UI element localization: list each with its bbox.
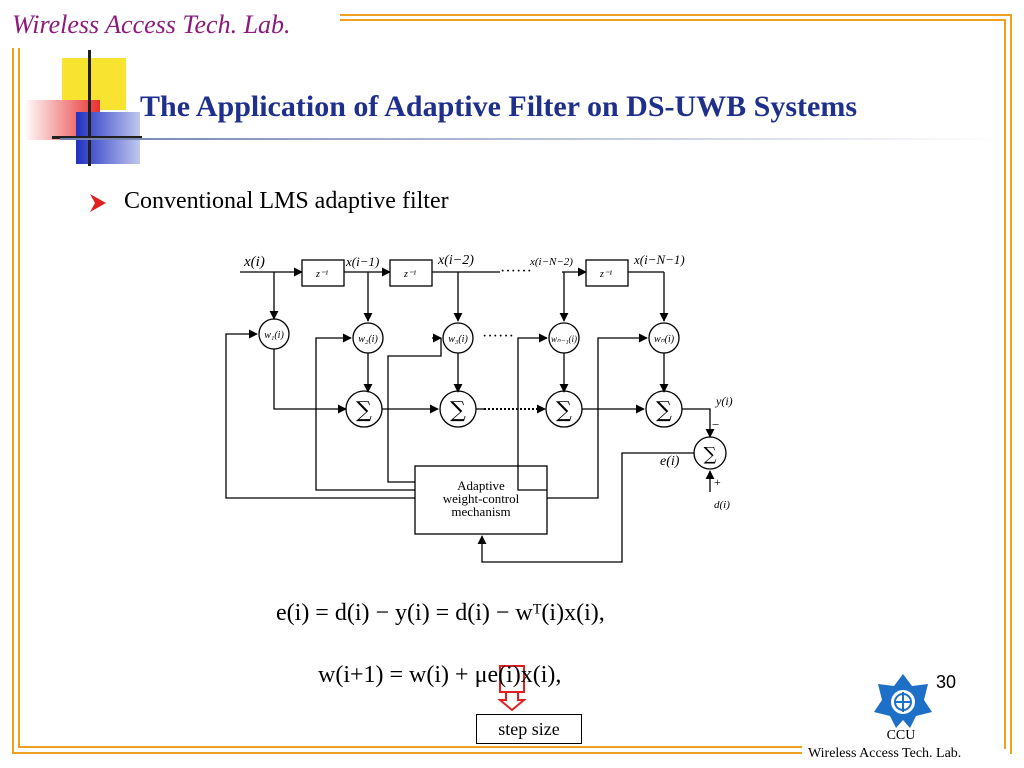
frame-bottom bbox=[12, 752, 802, 754]
frame-top bbox=[340, 14, 1012, 16]
top-dots: ······ bbox=[500, 263, 532, 280]
sum-label-1: ∑ bbox=[356, 398, 372, 423]
label-x0: x(i) bbox=[243, 254, 265, 270]
feedback-to-w2 bbox=[315, 333, 415, 491]
frame-left-inner bbox=[18, 48, 20, 748]
mechanism-box bbox=[414, 465, 548, 535]
label-plus: + bbox=[714, 475, 721, 489]
w1-to-sum1 bbox=[273, 349, 347, 414]
step-size-arrow-icon bbox=[497, 691, 527, 712]
step-size-label: step size bbox=[476, 714, 582, 744]
sum-label-4: ∑ bbox=[656, 398, 672, 423]
label-minus: − bbox=[712, 417, 719, 432]
equation-error: e(i) = d(i) − y(i) = d(i) − wᵀ(i)x(i), bbox=[276, 600, 605, 626]
label-xN1: x(i−N−1) bbox=[633, 252, 685, 267]
footer-lab: Wireless Access Tech. Lab. bbox=[808, 746, 962, 761]
weight-label-5: wₙ(i) bbox=[654, 334, 675, 345]
label-output: y(i) bbox=[715, 394, 733, 408]
mechanism-line-2: weight-control bbox=[443, 491, 520, 506]
weight-label-3: w₃(i) bbox=[448, 334, 468, 345]
page-number: 30 bbox=[936, 672, 957, 692]
label-x1: x(i−1) bbox=[345, 254, 379, 269]
frame-top-inner bbox=[340, 19, 1006, 21]
frame-bottom-inner bbox=[18, 746, 802, 748]
feedback-to-w5 bbox=[547, 333, 648, 499]
delay-box-1 bbox=[301, 259, 345, 287]
delay-label-2: z⁻¹ bbox=[403, 269, 416, 280]
slide-title: The Application of Adaptive Filter on DS… bbox=[140, 90, 857, 123]
mechanism-line-3: mechanism bbox=[451, 504, 510, 519]
frame-right bbox=[1010, 14, 1012, 754]
weight-label-4: wₙ₋₁(i) bbox=[551, 334, 577, 344]
equation-update: w(i+1) = w(i) + μe(i)x(i), bbox=[318, 662, 562, 688]
feedback-to-w4 bbox=[517, 333, 548, 491]
delay-box-3 bbox=[585, 259, 629, 287]
lab-title: Wireless Access Tech. Lab. bbox=[12, 10, 291, 39]
weight-label-1: w₁(i) bbox=[264, 330, 284, 341]
frame-right-inner bbox=[1004, 19, 1006, 749]
feedback-to-w1 bbox=[225, 329, 415, 499]
mechanism-line-1: Adaptive bbox=[457, 478, 505, 493]
delay-label-1: z⁻¹ bbox=[315, 269, 328, 280]
frame-left bbox=[12, 48, 14, 754]
footer-org: CCU bbox=[886, 728, 916, 743]
label-xN2: x(i−N−2) bbox=[529, 256, 573, 268]
weights-dots: ······ bbox=[482, 328, 514, 345]
sum-label-3: ∑ bbox=[556, 398, 572, 423]
delay-label-3: z⁻¹ bbox=[599, 269, 612, 280]
weight-label-2: w₂(i) bbox=[358, 334, 378, 345]
delay-box-2 bbox=[389, 259, 433, 287]
deco-horizontal-line bbox=[52, 136, 142, 139]
feedback-to-w3 bbox=[387, 338, 442, 483]
sum-label-2: ∑ bbox=[450, 398, 466, 423]
ccu-logo-icon bbox=[874, 674, 932, 728]
title-underline bbox=[60, 138, 1004, 140]
bullet-arrow-icon bbox=[90, 194, 106, 212]
label-error: e(i) bbox=[660, 454, 680, 469]
deco-vertical-line bbox=[88, 50, 91, 166]
label-x2: x(i−2) bbox=[437, 253, 474, 268]
error-feedback bbox=[477, 452, 694, 563]
output-to-error-sum bbox=[682, 408, 715, 438]
error-sum-label: ∑ bbox=[704, 444, 717, 465]
label-desired: d(i) bbox=[714, 499, 730, 511]
bullet-text: Conventional LMS adaptive filter bbox=[124, 188, 449, 214]
